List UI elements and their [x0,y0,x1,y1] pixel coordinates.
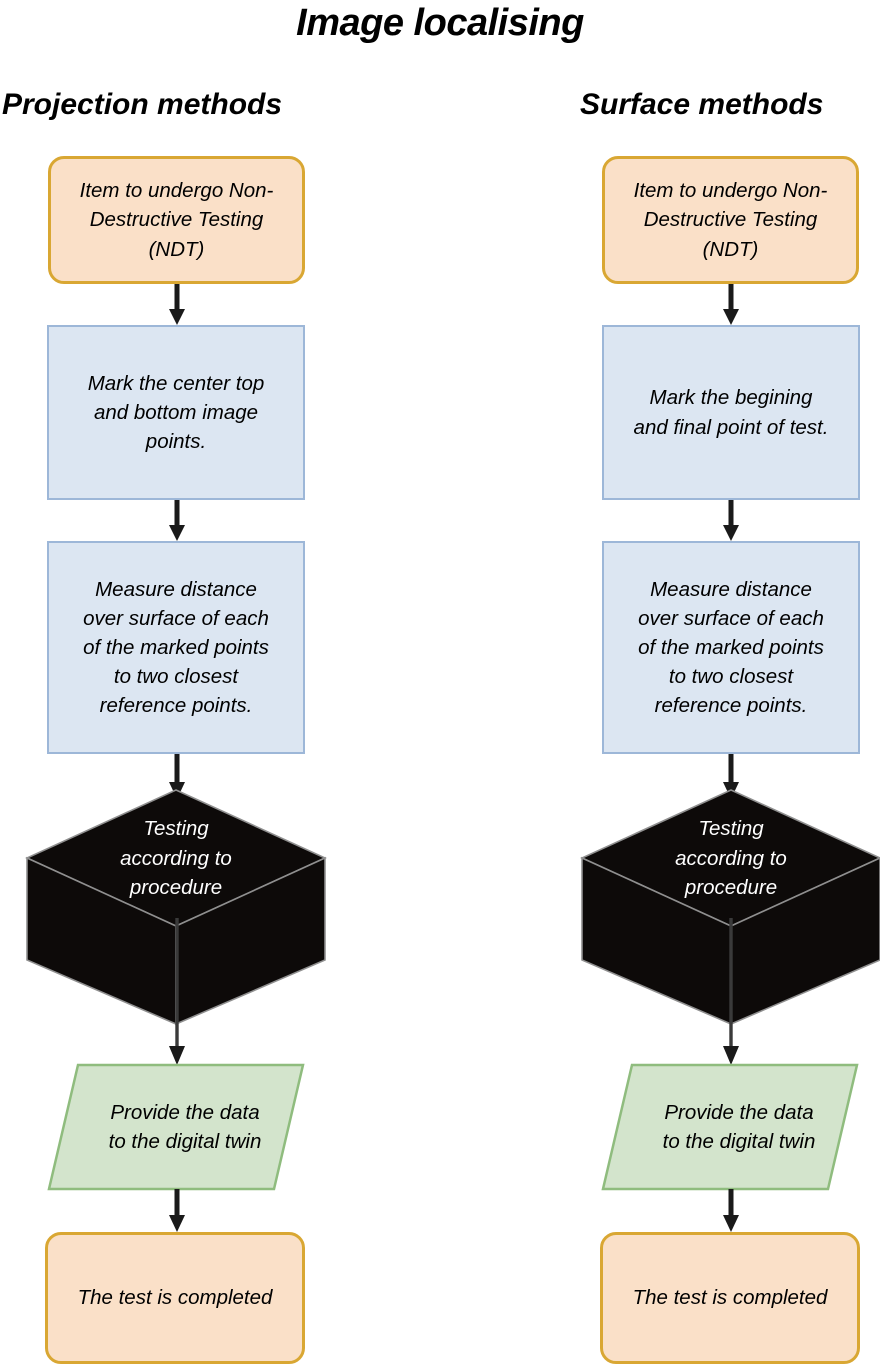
left-node-mark-points-label: Mark the center top and bottom image poi… [87,371,265,454]
right-node-mark-points-label: Mark the begining and final point of tes… [633,386,829,439]
left-node-provide-data[interactable]: Provide the data to the digital twin [47,1063,305,1191]
right-node-test-completed[interactable]: The test is completed [600,1232,860,1364]
right-node-provide-data-label: Provide the data to the digital twin [662,1100,816,1153]
left-node-start-label: Item to undergo Non- Destructive Testing… [79,179,274,261]
right-node-test-completed-label: The test is completed [632,1286,828,1310]
right-node-start[interactable]: Item to undergo Non- Destructive Testing… [602,156,859,284]
right-node-provide-data[interactable]: Provide the data to the digital twin [601,1063,859,1191]
right-arrow-start-to-mark [722,284,740,326]
left-node-testing-procedure-label: Testing according to procedure [120,817,232,900]
left-node-start[interactable]: Item to undergo Non- Destructive Testing… [48,156,305,284]
left-node-test-completed[interactable]: The test is completed [45,1232,305,1364]
right-node-mark-points[interactable]: Mark the begining and final point of tes… [602,325,860,500]
right-arrow-mark-to-measure [722,500,740,542]
right-arrow-provide-to-completed [722,1189,740,1233]
left-node-measure-distance-label: Measure distance over surface of each of… [83,577,269,718]
left-node-test-completed-label: The test is completed [77,1286,273,1310]
right-node-start-label: Item to undergo Non- Destructive Testing… [633,179,828,261]
right-node-testing-procedure[interactable]: Testing according to procedure [580,788,880,1028]
left-node-provide-data-label: Provide the data to the digital twin [108,1100,262,1153]
right-node-measure-distance[interactable]: Measure distance over surface of each of… [602,541,860,754]
left-node-testing-procedure[interactable]: Testing according to procedure [25,788,327,1028]
column-heading-projection: Projection methods [2,88,283,121]
right-arrow-testing-to-provide [722,918,740,1066]
left-node-mark-points[interactable]: Mark the center top and bottom image poi… [47,325,305,500]
left-arrow-mark-to-measure [168,500,186,542]
left-node-measure-distance[interactable]: Measure distance over surface of each of… [47,541,305,754]
left-arrow-provide-to-completed [168,1189,186,1233]
page-title: Image localising [296,2,584,44]
right-node-measure-distance-label: Measure distance over surface of each of… [638,577,824,718]
column-heading-surface: Surface methods [580,88,824,121]
left-arrow-testing-to-provide [168,918,186,1066]
right-node-testing-procedure-label: Testing according to procedure [675,817,787,900]
left-arrow-start-to-mark [168,284,186,326]
